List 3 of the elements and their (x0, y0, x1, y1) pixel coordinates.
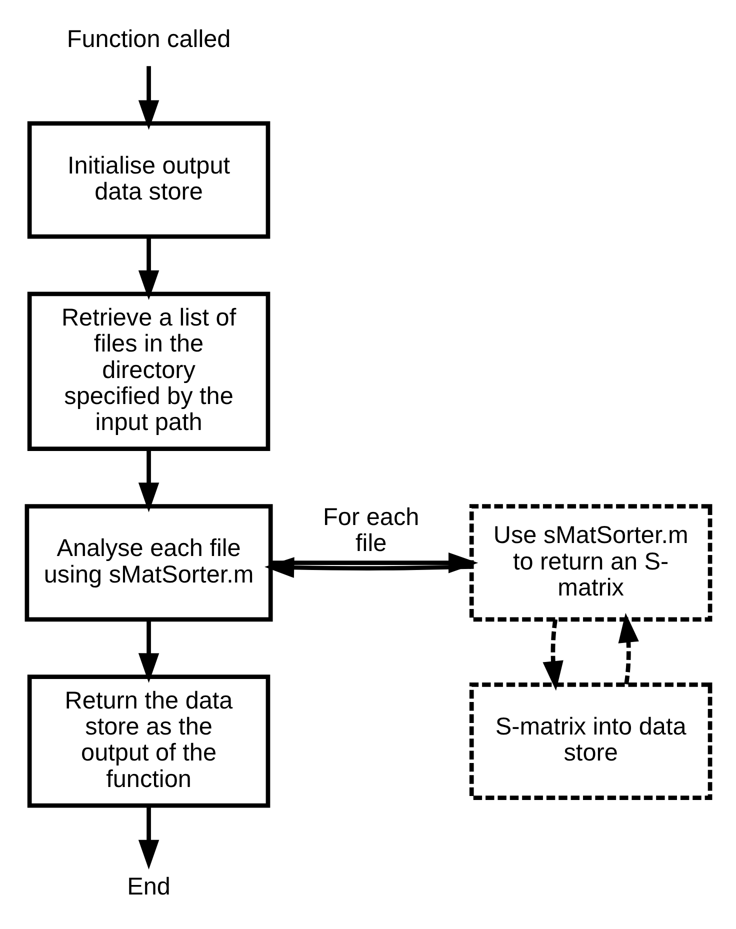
node-text: End (126, 874, 170, 901)
node-text: Function called (66, 26, 230, 54)
edge-label: For each file (322, 504, 419, 557)
